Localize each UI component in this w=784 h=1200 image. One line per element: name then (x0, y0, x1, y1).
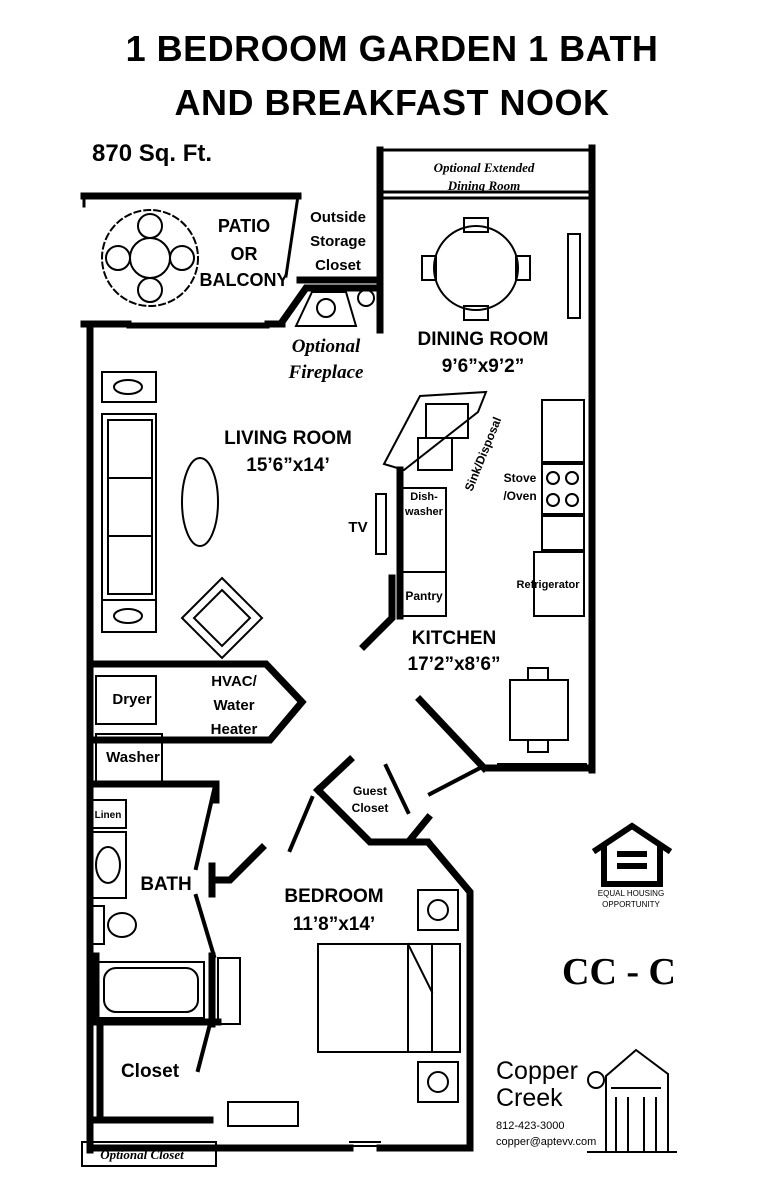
plan-title-line2: AND BREAKFAST NOOK (174, 82, 610, 123)
equal-housing-line-1: EQUAL HOUSING (597, 889, 665, 898)
stove (541, 463, 585, 515)
brand-contact: 812-423-3000 copper@aptevv.com (496, 1118, 596, 1150)
hvac-label-2: Water (213, 697, 254, 714)
tv-label: TV (348, 519, 367, 536)
optional-closet-label: Optional Closet (100, 1147, 184, 1162)
dining-room-label: DINING ROOM (418, 329, 549, 350)
end-tables (101, 371, 157, 633)
exterior-walls (80, 144, 596, 1154)
fireplace-label-1: Optional (292, 336, 361, 357)
brand-phone: 812-423-3000 (496, 1120, 565, 1132)
armchair (180, 576, 264, 660)
washer-label: Washer (106, 749, 160, 766)
patio-label-1: PATIO (218, 216, 270, 236)
dining-table (421, 217, 531, 321)
brand-name: Copper Creek (496, 1058, 578, 1112)
closet-label: Closet (121, 1061, 180, 1082)
windows (349, 763, 587, 1147)
bath-label: BATH (140, 874, 191, 895)
nightstands (417, 889, 459, 1103)
door-swings (193, 763, 483, 1073)
guest-closet-label-2: Closet (352, 801, 389, 815)
bathtub (95, 961, 205, 1019)
brand-name-line-2: Creek (496, 1084, 563, 1112)
bed (317, 942, 461, 1053)
linen-box (89, 799, 127, 829)
thin-walls (82, 148, 594, 329)
patio-label-2: OR (231, 244, 258, 264)
kitchen-size: 17’2”x8’6” (408, 654, 501, 675)
nook-table (509, 667, 569, 753)
pantry-cabinet (401, 571, 447, 617)
toilet (91, 905, 137, 945)
washer-box (95, 733, 163, 783)
storage-label-3: Closet (315, 257, 361, 274)
mill-logo-icon (587, 1048, 677, 1153)
square-footage: 870 Sq. Ft. (92, 140, 213, 167)
optional-closet-box (81, 1141, 217, 1167)
equal-housing-text: EQUAL HOUSING OPPORTUNITY (586, 888, 676, 910)
dryer-label: Dryer (112, 691, 151, 708)
pantry-label: Pantry (405, 589, 443, 603)
extended-dining-label-1: Optional Extended (434, 160, 535, 175)
stove-label-2: /Oven (503, 489, 536, 503)
stove-label-1: Stove (504, 471, 537, 485)
dishwasher-label-1: Dish- (410, 491, 438, 503)
hvac-label-3: Heater (211, 721, 258, 738)
coffee-table (181, 457, 219, 547)
plan-title-line1: 1 BEDROOM GARDEN 1 BATH (125, 28, 659, 69)
living-room-size: 15’6”x14’ (246, 455, 329, 476)
fireplace (294, 289, 375, 327)
bedroom-label: BEDROOM (284, 886, 383, 907)
brand-name-line-1: Copper (496, 1057, 578, 1085)
storage-label-1: Outside (310, 209, 366, 226)
bath-shelf (217, 957, 241, 1025)
lower-cabinet (541, 515, 585, 551)
guest-closet-label-1: Guest (353, 784, 387, 798)
unit-code: CC - C (562, 951, 676, 993)
tv-console (375, 493, 387, 555)
fireplace-label-2: Fireplace (288, 362, 364, 383)
dishwasher-label-2: washer (404, 506, 444, 518)
vanity (89, 831, 127, 899)
dining-room-size: 9’6”x9’2” (442, 356, 524, 377)
sink-counter (382, 390, 488, 472)
living-room-label: LIVING ROOM (224, 428, 352, 449)
refrigerator-label: Refrigerator (517, 579, 581, 591)
extended-dining-label-2: Dining Room (447, 178, 521, 193)
patio-label-3: BALCONY (200, 270, 289, 290)
kitchen-label: KITCHEN (412, 628, 496, 649)
dining-cabinet (567, 233, 581, 319)
upper-cabinet (541, 399, 585, 463)
sofa (101, 413, 157, 601)
hvac-label-1: HVAC/ (211, 673, 257, 690)
equal-housing-line-2: OPPORTUNITY (602, 900, 660, 909)
brand-email: copper@aptevv.com (496, 1136, 597, 1148)
linen-label: Linen (95, 810, 122, 821)
dresser (227, 1101, 299, 1127)
equal-housing-icon (591, 822, 673, 887)
patio-table-set (101, 209, 199, 307)
bedroom-size: 11’8”x14’ (293, 914, 375, 935)
storage-label-2: Storage (310, 233, 366, 250)
dryer-box (95, 675, 157, 725)
refrigerator-box (533, 551, 585, 617)
